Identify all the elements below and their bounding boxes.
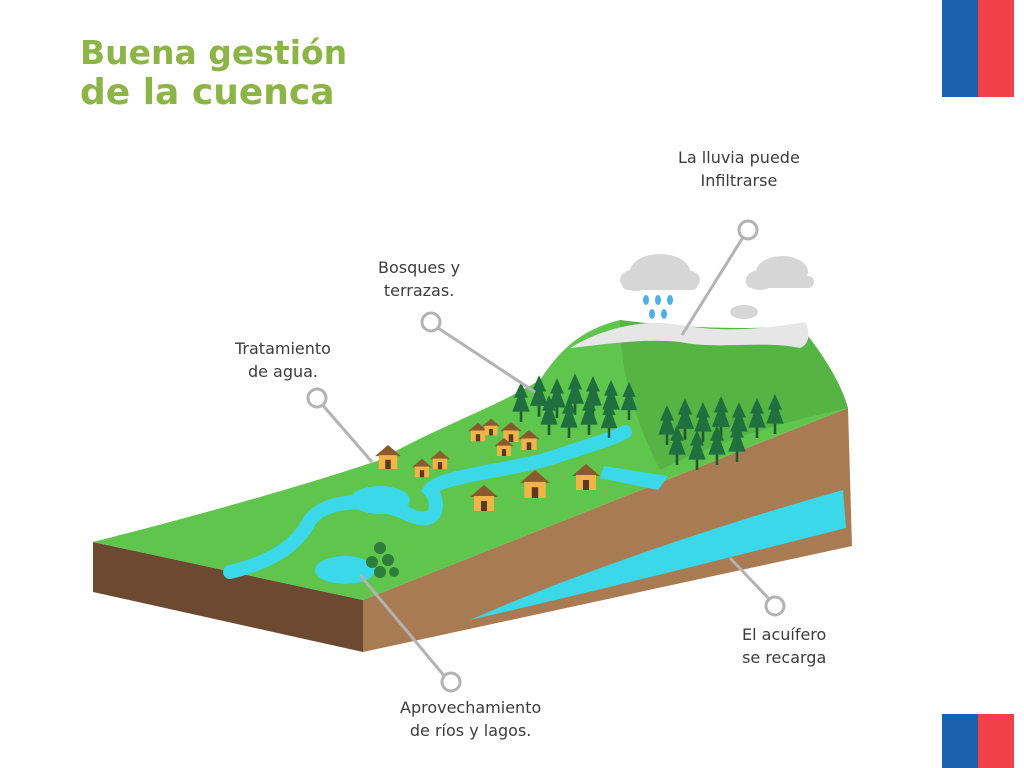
soil-front-face bbox=[93, 542, 363, 652]
pointer-ends bbox=[306, 219, 786, 693]
title-line-1: Buena gestión bbox=[80, 33, 348, 72]
pointer-rivers bbox=[358, 574, 448, 679]
label-aquifer: El acuífero se recarga bbox=[742, 623, 826, 669]
flag-bottom-right bbox=[942, 714, 1014, 768]
pointer-rain-dot bbox=[737, 219, 759, 241]
cloud-left bbox=[620, 254, 700, 291]
lake-lower bbox=[315, 556, 375, 584]
label-water-treatment-line-1: Tratamiento bbox=[235, 339, 331, 358]
pointers bbox=[318, 233, 774, 679]
flag-blue-stripe bbox=[942, 714, 978, 768]
pointer-water-treatment bbox=[318, 401, 374, 463]
cloud-small bbox=[730, 305, 758, 319]
label-rain-line-1: La lluvia puede bbox=[678, 148, 800, 167]
label-forests: Bosques y terrazas. bbox=[378, 256, 460, 302]
flag-red-stripe bbox=[978, 714, 1014, 768]
pointer-water-treatment-dot bbox=[306, 387, 328, 409]
cloud-right bbox=[746, 256, 814, 290]
flag-blue-stripe bbox=[942, 0, 978, 97]
flag-top-right bbox=[942, 0, 1014, 97]
rain-drops bbox=[643, 295, 673, 319]
label-rain: La lluvia puede Infiltrarse bbox=[678, 146, 800, 192]
terrace-pond bbox=[600, 466, 668, 490]
river bbox=[223, 425, 632, 579]
pointer-rivers-dot bbox=[440, 671, 462, 693]
title-line-2: de la cuenca bbox=[80, 71, 335, 113]
soil-side-face bbox=[363, 408, 852, 652]
label-rivers: Aprovechamiento de ríos y lagos. bbox=[400, 696, 541, 742]
page-title: Buena gestión de la cuenca bbox=[80, 34, 347, 113]
aquifer bbox=[470, 490, 846, 620]
label-rain-line-2: Infiltrarse bbox=[700, 171, 778, 190]
label-forests-line-1: Bosques y bbox=[378, 258, 461, 277]
pointer-forests bbox=[434, 324, 536, 394]
snow-cap bbox=[570, 322, 809, 348]
flag-red-stripe bbox=[978, 0, 1014, 97]
label-rivers-line-2: de ríos y lagos. bbox=[409, 721, 532, 740]
bush bbox=[366, 542, 399, 578]
pointer-rain bbox=[680, 233, 747, 336]
label-forests-line-2: terrazas. bbox=[383, 281, 455, 300]
pointer-aquifer bbox=[728, 556, 774, 604]
pointer-forests-dot bbox=[420, 311, 442, 333]
lake-upper bbox=[350, 486, 410, 514]
label-water-treatment: Tratamiento de agua. bbox=[235, 337, 331, 383]
label-water-treatment-line-2: de agua. bbox=[247, 362, 319, 381]
label-aquifer-line-1: El acuífero bbox=[742, 625, 827, 644]
label-rivers-line-1: Aprovechamiento bbox=[400, 698, 542, 717]
label-aquifer-line-2: se recarga bbox=[742, 648, 827, 667]
pointer-aquifer-dot bbox=[764, 595, 786, 617]
